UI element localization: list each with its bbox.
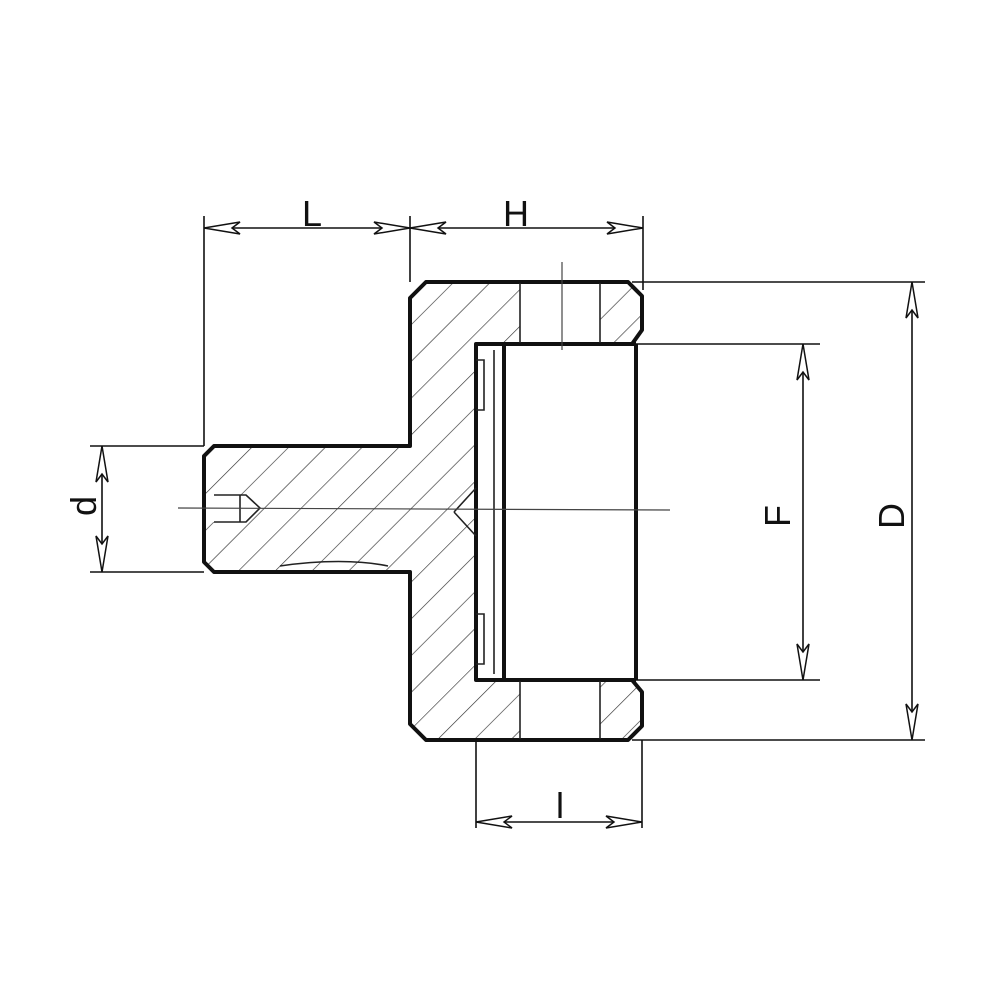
- label-H: H: [503, 193, 529, 234]
- dimension-l: [475, 815, 643, 829]
- label-F: F: [757, 505, 798, 527]
- label-d: d: [63, 496, 104, 516]
- dimension-L: [203, 221, 411, 235]
- dimension-D: [905, 281, 919, 741]
- extension-lines: [90, 216, 925, 828]
- center-line: [177, 507, 671, 511]
- thread-lines: [519, 262, 601, 739]
- dimension-d: [95, 445, 109, 573]
- part-outline: [202, 280, 644, 742]
- bore: [453, 342, 638, 682]
- dimension-F: [796, 343, 810, 681]
- label-l: l: [556, 785, 564, 826]
- dimension-H: [409, 221, 644, 235]
- label-L: L: [302, 193, 322, 234]
- label-D: D: [871, 503, 912, 529]
